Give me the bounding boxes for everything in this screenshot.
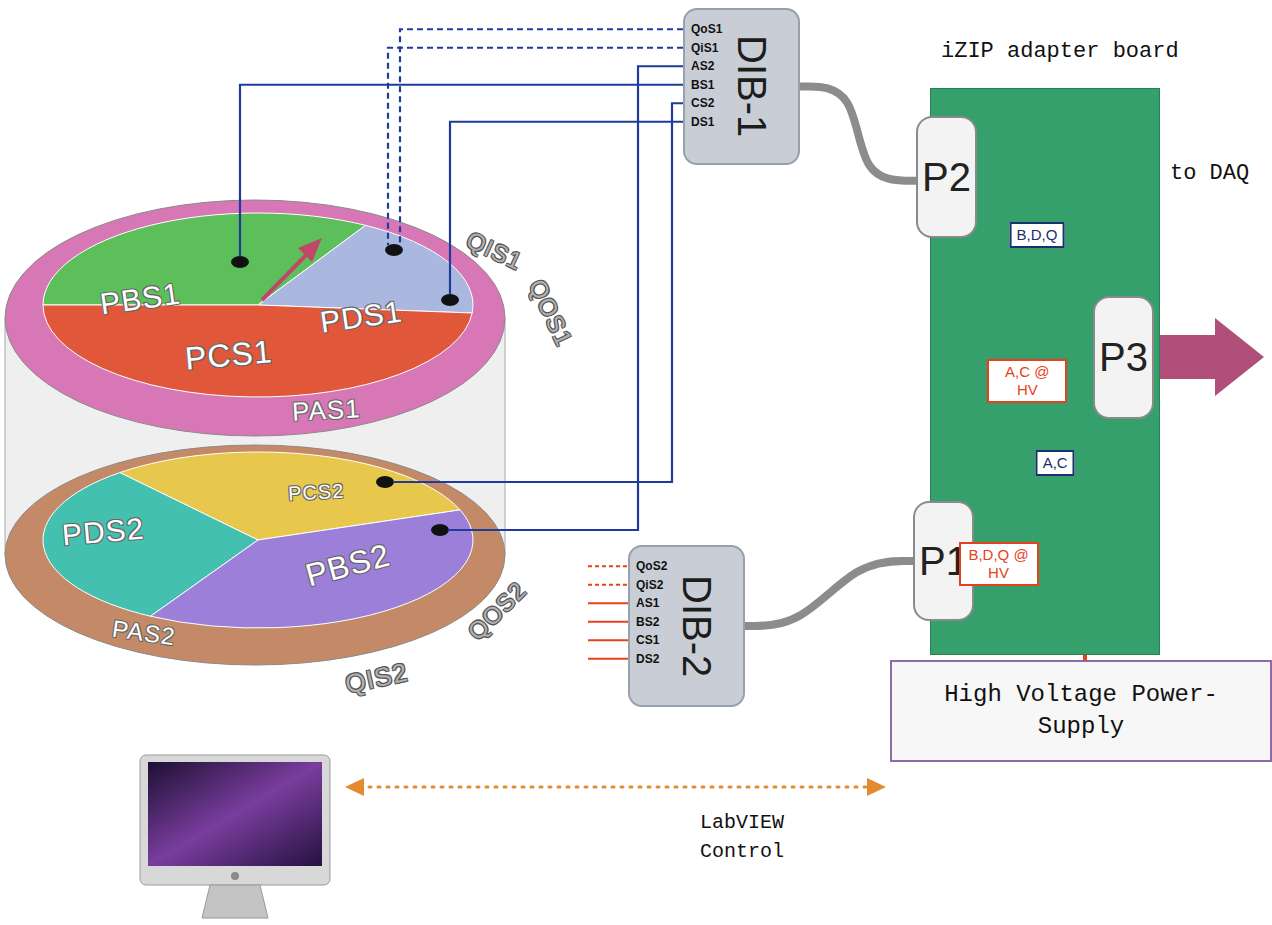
sensor-sector (258, 225, 473, 313)
box-label: P1 (919, 539, 968, 584)
box-label: P2 (922, 155, 971, 200)
field-arrow (262, 249, 312, 300)
sensor-wire (400, 29, 683, 245)
pin-stub (588, 602, 628, 604)
box-label: P3 (1099, 335, 1148, 380)
sensor-label: PCS2 (287, 480, 344, 505)
pin-name: BS1 (691, 76, 722, 95)
outer-ring (5, 445, 505, 665)
sensor-label: PAS2 (110, 616, 177, 651)
monitor-body (140, 755, 330, 885)
pin-name: BS2 (636, 613, 667, 632)
pin-name: CS1 (636, 631, 667, 650)
sensor-label: QOS2 (463, 577, 532, 646)
contact-dot (431, 524, 449, 536)
daq-arrow (1150, 318, 1264, 396)
outer-ring (5, 200, 505, 436)
control-link (360, 786, 872, 789)
sensor-wire (240, 85, 683, 256)
sensor-wire (393, 103, 683, 482)
monitor-screen (148, 762, 322, 866)
sensor-label: QIS1 (462, 227, 526, 276)
interface-board: QoS1QiS1AS2BS1CS2DS1 DIB-1 (683, 8, 800, 165)
contact-dot (376, 476, 394, 488)
pin-name: AS2 (691, 57, 722, 76)
sensor-wire (450, 122, 683, 294)
board-title: iZIP adapter board (941, 39, 1179, 64)
contact-dot (441, 294, 459, 306)
connector-port: P3 (1093, 296, 1154, 419)
sensor-label: PDS2 (61, 511, 146, 551)
pin-stub (588, 658, 628, 660)
control-label: LabVIEW Control (700, 808, 810, 866)
ribbon-cable (745, 561, 913, 626)
pin-name: DS2 (636, 650, 667, 669)
sensor-label: PAS1 (291, 394, 361, 426)
pin-name: CS2 (691, 94, 722, 113)
contact-dot (231, 256, 249, 268)
pin-stub (588, 621, 628, 623)
sensor-label: PBS1 (98, 277, 183, 321)
adapter-board: iZIP adapter boardP2P3P1 (930, 88, 1160, 655)
box-label: High Voltage Power-Supply (902, 679, 1260, 744)
power-supply-box: High Voltage Power-Supply (890, 660, 1272, 762)
monitor-logo (231, 872, 239, 880)
monitor-stand (202, 885, 268, 918)
ribbon-cable (800, 87, 916, 181)
pin-name: AS1 (636, 594, 667, 613)
sensor-label: QOS1 (523, 276, 577, 351)
sensor-label: PDS1 (318, 294, 404, 338)
pin-list: QoS1QiS1AS2BS1CS2DS1 (691, 16, 722, 157)
pin-name: QoS1 (691, 20, 722, 39)
pin-name: QiS2 (636, 576, 667, 595)
sensor-label: QIS2 (343, 658, 411, 699)
arrow-head (345, 778, 364, 796)
contact-dot (385, 244, 403, 256)
pin-name: QiS1 (691, 39, 722, 58)
board-name: DIB-1 (732, 35, 772, 137)
board-name: DIB-2 (677, 575, 717, 677)
pin-stub (588, 565, 628, 567)
interface-board: QoS2QiS2AS1BS2CS1DS2 DIB-2 (628, 545, 745, 707)
sensor-label: PCS1 (184, 334, 274, 377)
sensor-label: PBS2 (302, 537, 394, 593)
arrow-head (867, 778, 886, 796)
output-label: to DAQ (1170, 158, 1249, 190)
pin-stub (588, 639, 628, 641)
pin-list: QoS2QiS2AS1BS2CS1DS2 (636, 553, 667, 699)
connector-port: P1 (913, 501, 974, 621)
pin-name: QoS2 (636, 557, 667, 576)
arrow-head (298, 238, 322, 262)
pin-stub (588, 584, 628, 586)
connector-port: P2 (916, 116, 977, 238)
sensor-sector (151, 510, 473, 628)
sensor-wire (448, 66, 683, 530)
pin-name: DS1 (691, 113, 722, 132)
sensor-sector (43, 305, 472, 397)
